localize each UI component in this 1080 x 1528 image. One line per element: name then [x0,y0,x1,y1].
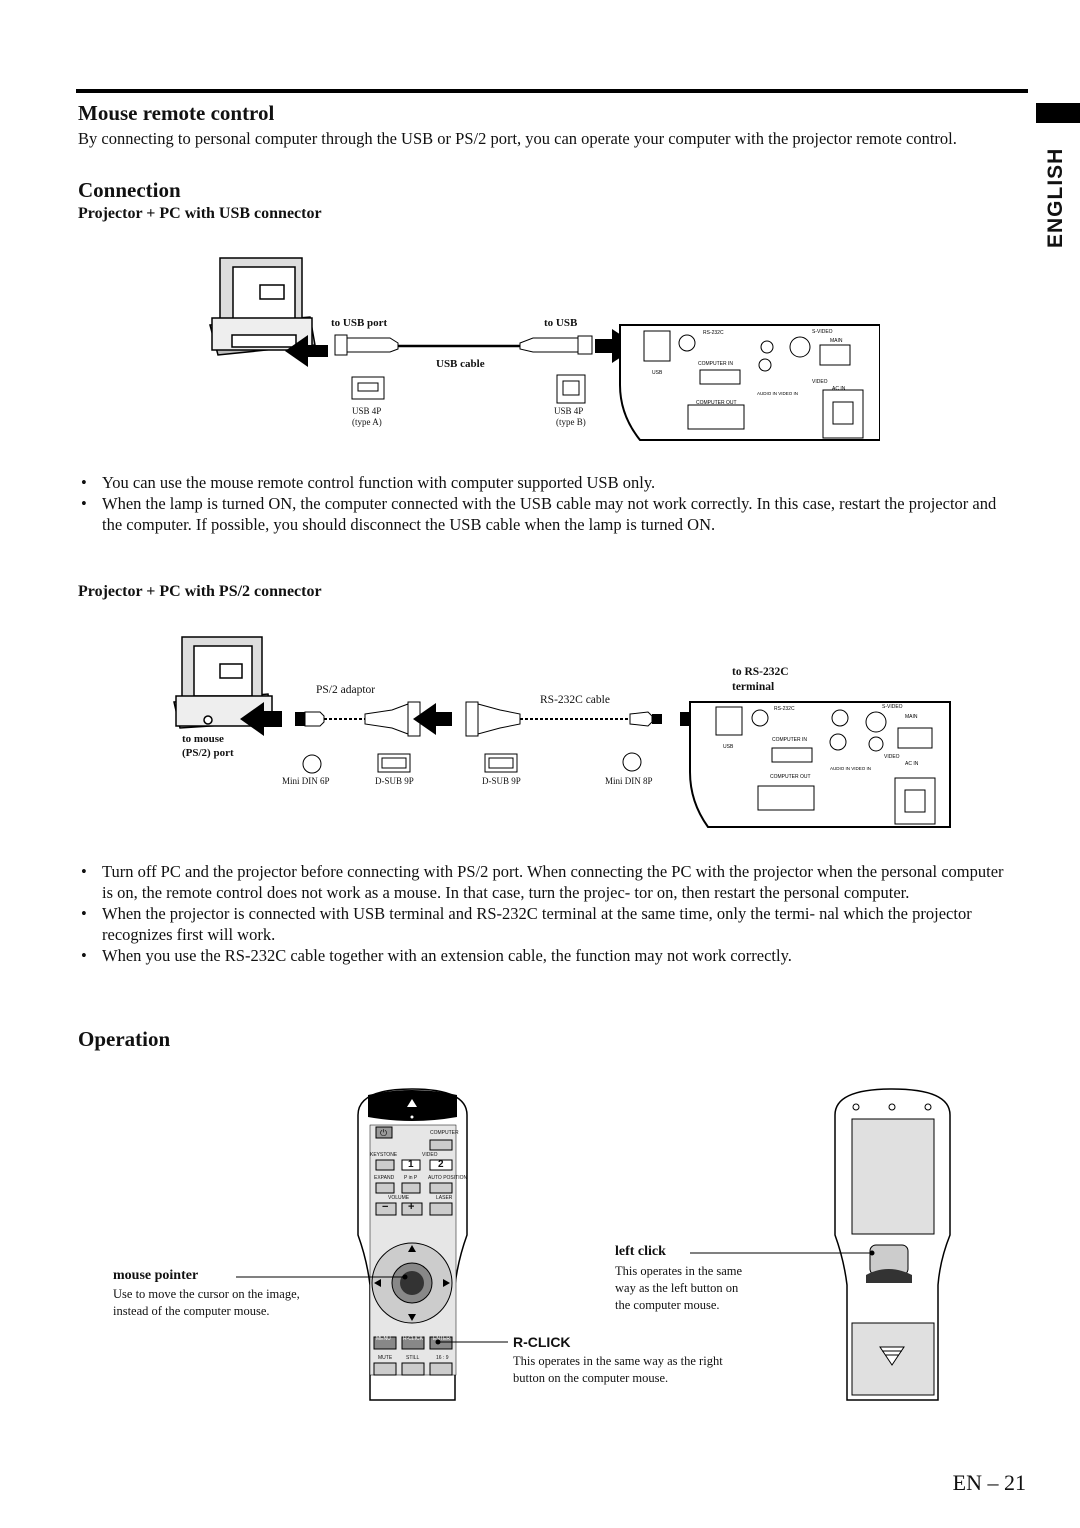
mouse-pointer-title: mouse pointer [113,1268,199,1283]
page-number: EN – 21 [952,1470,1026,1495]
aspect-button[interactable]: 16 : 9 [436,1355,449,1361]
panel-svideo-text: S-VIDEO [812,329,833,335]
button-1[interactable]: 1 [408,1159,414,1170]
keystone-button[interactable]: KEYSTONE [370,1152,398,1158]
mini-din-8p-label: Mini DIN 8P [605,776,653,786]
volume-minus-button[interactable]: − [382,1201,389,1213]
svg-text:S-VIDEO: S-VIDEO [882,704,903,710]
left-click-desc: This operates in the same way as the lef… [615,1263,790,1314]
remote-front: ⏻ COMPUTER KEYSTONE VIDEO 1 2 EXPAND P i… [350,1085,475,1405]
ps2-heading: Projector + PC with PS/2 connector [78,583,322,600]
svg-text:COMPUTER OUT: COMPUTER OUT [770,774,811,780]
projector-panel-usb [619,324,881,441]
r-click-desc-2: button on the computer mouse. [513,1371,669,1385]
projector-panel-ps2 [689,701,951,828]
mouse-pointer-desc: Use to move the cursor on the image, ins… [113,1286,300,1320]
panel-audio-video-text: AUDIO IN VIDEO IN [757,391,798,396]
list-item: You can use the mouse remote control fun… [78,472,1018,493]
r-click-desc-1: This operates in the same way as the rig… [513,1354,723,1368]
usb-heading: Projector + PC with USB connector [78,205,322,222]
left-click-title: left click [615,1244,666,1259]
type-b-label: (type B) [556,417,586,427]
panel-rs232c-text: RS-232C [703,330,724,336]
connection-heading: Connection [78,178,181,202]
mute-button[interactable]: MUTE [378,1355,393,1361]
mouse-pointer-desc-2: instead of the computer mouse. [113,1304,270,1318]
svg-text:COMPUTER IN: COMPUTER IN [772,737,807,743]
left-click-desc-1: This operates in the same [615,1264,743,1278]
video-button[interactable]: VIDEO [422,1152,438,1158]
usb-connection-diagram: RS-232C S-VIDEO MAIN COMPUTER IN USB VID… [200,255,881,450]
svg-text:USB: USB [723,744,734,750]
dsub-9p-a-label: D-SUB 9P [375,776,414,786]
still-button[interactable]: STILL [406,1355,420,1361]
language-tab-marker [1036,103,1080,123]
ps2-port-label: (PS/2) port [182,747,234,759]
pc-icon [173,636,273,729]
list-item: When you use the RS-232C cable together … [78,945,1018,966]
to-mouse-label: to mouse [182,733,224,745]
ps2-connection-diagram: RS-232C S-VIDEO MAIN COMPUTER IN USB VID… [160,632,960,832]
menu-button[interactable]: MENU [376,1336,391,1342]
svg-text:RS-232C: RS-232C [774,706,795,712]
to-usb-port-label: to USB port [331,317,388,329]
usb4p-a-label: USB 4P [352,406,382,416]
intro-paragraph: By connecting to personal computer throu… [78,129,957,148]
section-title: Mouse remote control [78,101,275,125]
panel-acin-text: AC IN [832,386,846,392]
svg-text:AUDIO IN VIDEO IN: AUDIO IN VIDEO IN [830,766,871,771]
panel-main-text: MAIN [830,338,843,344]
top-rule [76,89,1028,93]
list-item: When the lamp is turned ON, the computer… [78,493,1018,535]
panel-computer-out-text: COMPUTER OUT [696,400,737,406]
remote-back-art [834,1088,951,1401]
left-click-desc-2: way as the left button on [615,1281,739,1295]
svg-text:MAIN: MAIN [905,714,918,720]
button-2[interactable]: 2 [438,1159,444,1170]
auto-position-button[interactable]: AUTO POSITION [428,1175,468,1181]
operation-heading: Operation [78,1027,171,1051]
remote-back [830,1085,955,1405]
panel-computer-in-text: COMPUTER IN [698,361,733,367]
to-rs232c-label: to RS-232C [732,666,789,678]
laser-label: LASER [436,1195,453,1201]
usb-cable-label: USB cable [436,358,485,370]
remote-front-art [357,1088,468,1401]
svg-text:AC IN: AC IN [905,761,919,767]
r-click-desc: This operates in the same way as the rig… [513,1353,723,1387]
to-usb-label: to USB [544,317,578,329]
enter-button[interactable]: ENTER [433,1336,450,1342]
panel-video-text: VIDEO [812,379,828,385]
mouse-pointer-desc-1: Use to move the cursor on the image, [113,1287,300,1301]
usb-notes-list: You can use the mouse remote control fun… [78,472,1018,535]
pinp-button[interactable]: P in P [404,1175,418,1181]
usb-diagram-art: RS-232C S-VIDEO MAIN COMPUTER IN USB VID… [209,257,881,441]
r-click-button[interactable]: R-CLICK [403,1336,424,1342]
expand-button[interactable]: EXPAND [374,1175,395,1181]
ps2-diagram-art: RS-232C S-VIDEO MAIN COMPUTER IN USB VID… [173,636,951,828]
computer-button[interactable]: COMPUTER [430,1130,459,1136]
power-icon[interactable]: ⏻ [380,1128,388,1138]
type-a-label: (type A) [352,417,382,427]
volume-label: VOLUME [388,1195,410,1201]
dsub-9p-b-label: D-SUB 9P [482,776,521,786]
list-item: Turn off PC and the projector before con… [78,861,1018,903]
list-item: When the projector is connected with USB… [78,903,1018,945]
rs232c-cable-label: RS-232C cable [540,694,610,706]
usb4p-b-label: USB 4P [554,406,584,416]
ps2-notes-list: Turn off PC and the projector before con… [78,861,1018,966]
r-click-title: R-CLICK [513,1334,571,1350]
terminal-label: terminal [732,681,775,693]
volume-plus-button[interactable]: + [408,1201,415,1213]
mini-din-6p-label: Mini DIN 6P [282,776,330,786]
left-click-desc-3: the computer mouse. [615,1298,720,1312]
ps2-adaptor-label: PS/2 adaptor [316,684,376,696]
svg-text:VIDEO: VIDEO [884,754,900,760]
panel-usb-text: USB [652,370,663,376]
